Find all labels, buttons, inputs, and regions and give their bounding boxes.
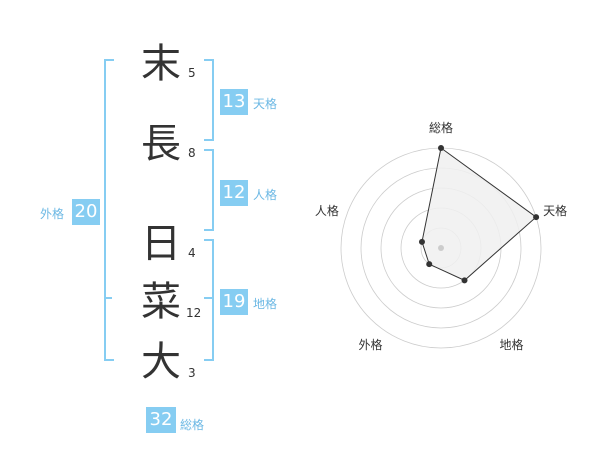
name-char-4: 菜	[141, 279, 181, 325]
tenkaku-bracket	[204, 59, 214, 141]
jinkaku-label: 人格	[253, 188, 278, 202]
radar-score-polygon	[421, 147, 537, 281]
radar-axis-label-3: 地格	[500, 337, 524, 352]
stroke-count-4: 12	[186, 306, 202, 320]
radar-point-5	[418, 238, 425, 245]
gaikaku-bracket	[104, 59, 114, 361]
jinkaku-badge: 12	[220, 180, 248, 206]
gaikaku-bracket-tick	[104, 297, 112, 299]
chikaku-bracket-tick	[204, 297, 212, 299]
chikaku-label: 地格	[253, 297, 278, 311]
soukaku-badge: 32	[146, 407, 176, 433]
radar-axis-label-4: 外格	[358, 337, 382, 352]
tenkaku-badge: 13	[220, 89, 248, 115]
name-char-3: 日	[141, 221, 181, 267]
soukaku-label: 総格	[180, 418, 205, 432]
stroke-count-5: 3	[188, 366, 196, 380]
name-char-5: 大	[141, 339, 181, 385]
radar-point-4	[426, 261, 433, 268]
stroke-count-2: 8	[188, 146, 196, 160]
tenkaku-label: 天格	[253, 97, 278, 111]
gaikaku-label: 外格	[40, 207, 65, 221]
radar-point-2	[533, 214, 540, 221]
jinkaku-bracket	[204, 149, 214, 231]
stroke-count-3: 4	[188, 246, 196, 260]
radar-point-1	[438, 145, 444, 151]
name-char-2: 長	[141, 121, 181, 167]
name-char-1: 末	[141, 41, 181, 87]
chikaku-badge: 19	[220, 289, 248, 315]
radar-axis-label-5: 人格	[315, 203, 339, 218]
radar-center-dot	[438, 245, 444, 251]
gaikaku-badge: 20	[72, 199, 100, 225]
radar-axis-label-2: 天格	[543, 203, 567, 218]
radar-axis-label-1: 総格	[429, 120, 453, 135]
chikaku-bracket	[204, 239, 214, 361]
stroke-count-1: 5	[188, 66, 196, 80]
radar-point-3	[461, 277, 468, 284]
